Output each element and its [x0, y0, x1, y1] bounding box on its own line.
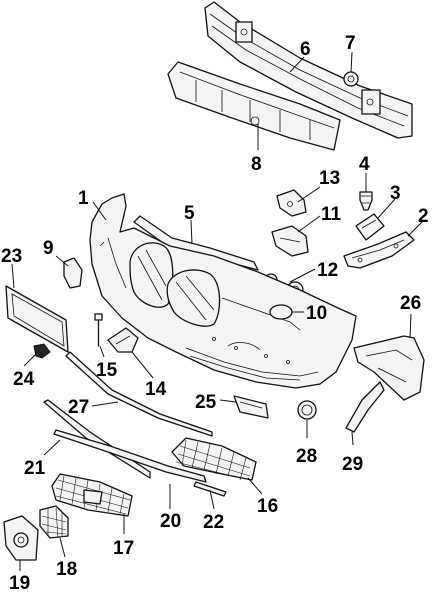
part-27-trim-strip	[65, 351, 213, 437]
leader-23	[11, 263, 15, 289]
leader-3	[377, 198, 396, 219]
part-8-energy-absorber	[167, 61, 341, 151]
part-15-stud	[94, 313, 103, 347]
leader-27	[91, 401, 119, 407]
part-20-spoiler-strip	[53, 429, 207, 483]
part-9-bracket	[63, 257, 83, 289]
callout-26: 26	[400, 293, 421, 314]
callout-7: 7	[345, 33, 356, 54]
part-10-tow-cover	[269, 304, 293, 320]
part-19-fog-bezel	[3, 515, 39, 561]
leader-6	[289, 56, 305, 73]
leader-9	[55, 255, 69, 267]
callout-2: 2	[418, 206, 429, 227]
part-23-license-bracket	[5, 285, 69, 353]
part-21-lower-strip	[43, 399, 151, 479]
part-22-trim-strip	[193, 481, 227, 497]
callout-27: 27	[68, 397, 89, 418]
leader-13	[297, 186, 321, 203]
leader-26	[409, 313, 412, 339]
callout-1: 1	[78, 188, 89, 209]
part-25-insert	[233, 395, 269, 419]
leader-lines	[11, 51, 424, 571]
leader-18	[59, 537, 66, 558]
callout-6: 6	[300, 39, 311, 60]
part-26-side-bracket	[353, 335, 425, 401]
callout-9: 9	[43, 238, 54, 259]
leader-16	[247, 477, 263, 495]
leader-22	[209, 489, 215, 510]
callout-22: 22	[203, 512, 224, 533]
callout-11: 11	[321, 204, 342, 225]
callout-29: 29	[342, 454, 363, 475]
leader-7	[350, 51, 353, 73]
part-3-clip	[355, 213, 385, 241]
callout-16: 16	[257, 496, 278, 517]
callout-13: 13	[319, 168, 340, 189]
callout-19: 19	[9, 573, 30, 594]
leader-2	[407, 220, 424, 237]
leader-11	[297, 215, 321, 233]
part-6-reinforcement-bar	[204, 1, 413, 139]
callout-15: 15	[96, 360, 118, 381]
part-29-side-trim	[345, 381, 385, 433]
callout-23: 23	[1, 246, 22, 267]
callout-5: 5	[184, 203, 195, 224]
part-17-grille-mesh	[51, 473, 133, 517]
leader-5	[190, 219, 193, 245]
callout-10: 10	[306, 303, 327, 324]
part-7-clip-nut	[343, 71, 359, 87]
part-18-mesh-insert	[39, 505, 69, 539]
leader-14	[131, 351, 154, 379]
part-1-bumper-cover	[89, 193, 357, 389]
part-14-bracket	[107, 327, 139, 353]
leader-1	[92, 201, 107, 221]
callout-17: 17	[113, 538, 134, 559]
leader-15	[99, 345, 105, 358]
callout-21: 21	[24, 458, 46, 479]
leader-29	[351, 431, 354, 446]
part-16-grille-mesh	[171, 437, 257, 481]
part-4-screw	[359, 191, 373, 211]
callout-14: 14	[145, 379, 167, 400]
leader-12	[289, 268, 316, 283]
part-28-fog-lamp	[297, 400, 317, 420]
callout-28: 28	[296, 446, 317, 467]
callout-12: 12	[317, 260, 338, 281]
part-13-bracket	[276, 189, 307, 217]
part-11-guide-bracket	[271, 225, 309, 257]
callout-4: 4	[359, 154, 370, 175]
part-24-clip	[33, 343, 51, 359]
callout-labels: 1 2 3 4 5 6 7 8 9 10 11 12 13 14 15 16 1…	[1, 33, 429, 594]
leader-21	[43, 439, 61, 456]
callout-8: 8	[251, 154, 262, 175]
part-2-side-bracket	[343, 231, 415, 269]
leader-25	[219, 399, 237, 403]
callout-20: 20	[160, 511, 181, 532]
callout-18: 18	[56, 559, 77, 580]
callout-25: 25	[195, 392, 217, 413]
leader-24	[23, 353, 37, 367]
callout-24: 24	[13, 369, 35, 390]
callout-3: 3	[390, 183, 401, 204]
